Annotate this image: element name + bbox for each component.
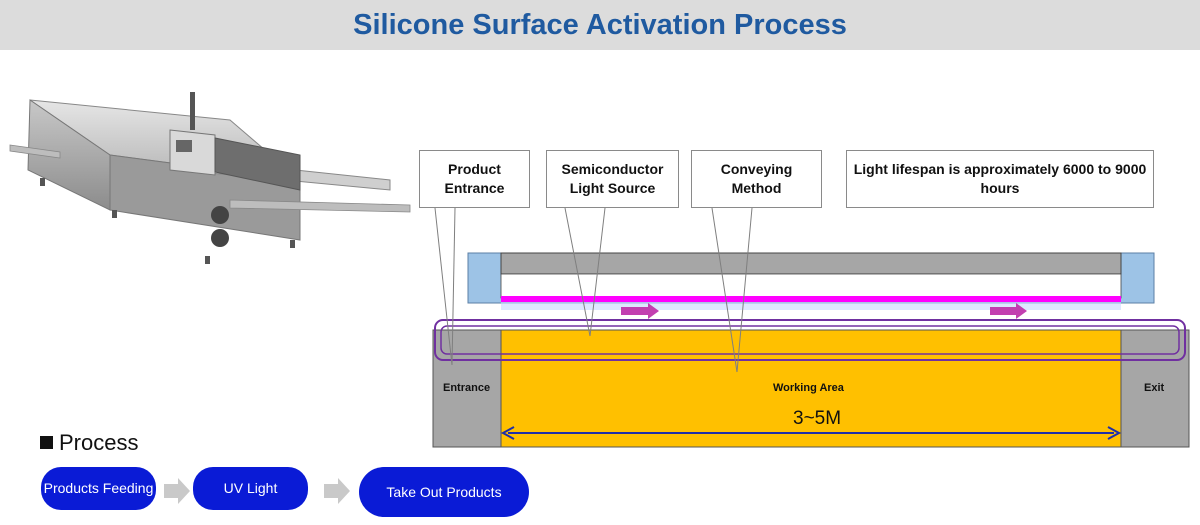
callout-product-entrance: Product Entrance [419,150,530,208]
uv-glow [501,302,1121,310]
process-heading-text: Process [59,430,139,455]
page-title: Silicone Surface Activation Process [353,8,847,41]
uv-machine-image [9,92,411,264]
chevron-right-icon [324,478,350,504]
direction-arrow [990,303,1027,319]
direction-arrow [621,303,659,319]
callout-conveying-method: Conveying Method [691,150,822,208]
exit-label: Exit [1144,382,1165,394]
title-bar: Silicone Surface Activation Process [0,0,1200,50]
step-uv-light: UV Light [193,467,308,510]
process-heading: Process [40,430,138,456]
step-take-out-products: Take Out Products [359,467,529,517]
length-dimension: 3~5M [793,408,842,429]
lamp-window [500,273,1122,299]
working-area-label: Working Area [773,382,844,394]
entrance-label: Entrance [443,382,491,394]
lamp-housing [467,252,1155,304]
product-path-inner [440,325,1180,355]
lamp-cover [500,252,1122,275]
callout-lifespan: Light lifespan is approximately 6000 to … [846,150,1154,208]
step-products-feeding: Products Feeding [41,467,156,510]
callout-light-source: Semiconductor Light Source [546,150,679,208]
chevron-right-icon [164,478,190,504]
uv-light-strip [501,296,1121,302]
square-bullet-icon [40,436,53,449]
product-path-outer [434,319,1186,361]
